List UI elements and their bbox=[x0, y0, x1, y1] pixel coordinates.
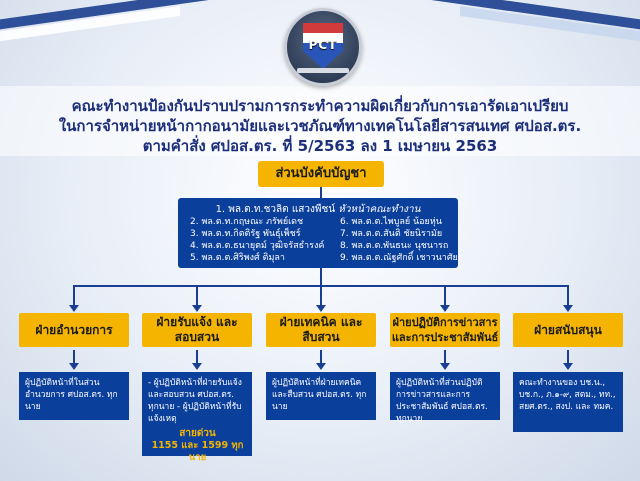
connector-line bbox=[320, 187, 322, 198]
connector-line bbox=[567, 350, 569, 363]
connector-line bbox=[444, 350, 446, 363]
arrow-down-icon bbox=[192, 363, 202, 370]
connector-line bbox=[320, 268, 322, 286]
arrow-down-icon bbox=[316, 305, 326, 312]
arrow-down-icon bbox=[440, 363, 450, 370]
connector-line bbox=[196, 350, 198, 363]
arrow-down-icon bbox=[69, 305, 79, 312]
team-head-role: หัวหน้าคณะทำงาน bbox=[338, 204, 421, 215]
pct-logo-icon: PCT bbox=[284, 8, 362, 86]
connector-line bbox=[320, 285, 322, 305]
connector-line bbox=[320, 350, 322, 363]
department-description: ผู้ปฏิบัติหน้าที่ในส่วนอำนวยการ ศปอส.ตร.… bbox=[19, 372, 129, 420]
department-description: ผู้ปฏิบัติหน้าที่ฝ่ายเทคนิค และสืบสวน ศป… bbox=[266, 372, 376, 420]
arrow-down-icon bbox=[192, 305, 202, 312]
description-text: - ผู้ปฏิบัติหน้าที่ฝ่ายรับแจ้ง และสอบสวน… bbox=[148, 378, 242, 424]
logo-ribbon bbox=[297, 68, 349, 73]
arrow-down-icon bbox=[563, 363, 573, 370]
title-line-1: คณะทำงานป้องกันปราบปรามการกระทำความผิดเก… bbox=[71, 97, 569, 115]
team-member: 7. พล.ต.ต.สันติ ชัยนิรามัย bbox=[340, 229, 443, 239]
team-member: 9. พล.ต.ต.ณัฐศักดิ์ เชาวนาศัย bbox=[340, 253, 458, 263]
team-head: 1. พล.ต.ท.ชวลิต แสวงพืชน์ หัวหน้าคณะทำงา… bbox=[178, 202, 458, 217]
description-text: ผู้ปฏิบัติหน้าที่ในส่วนอำนวยการ ศปอส.ตร.… bbox=[25, 378, 118, 412]
department-description: ผู้ปฏิบัติหน้าที่ส่วนปฏิบัติการข่าวสารแล… bbox=[390, 372, 500, 424]
title-line-3: ตามคำสั่ง ศปอส.ตร. ที่ 5/2563 ลง 1 เมษาย… bbox=[142, 137, 498, 155]
department-box-technical: ฝ่ายเทคนิค และสืบสวน bbox=[266, 313, 376, 347]
description-text: ผู้ปฏิบัติหน้าที่ส่วนปฏิบัติการข่าวสารแล… bbox=[396, 378, 488, 424]
description-text: ผู้ปฏิบัติหน้าที่ฝ่ายเทคนิค และสืบสวน ศป… bbox=[272, 378, 367, 412]
arrow-down-icon bbox=[69, 363, 79, 370]
description-text: คณะทำงานของ บช.น., บช.ก., ภ.๑-๙, สตม., ท… bbox=[519, 378, 616, 412]
connector-line bbox=[444, 285, 446, 305]
department-box-support: ฝ่ายสนับสนุน bbox=[513, 313, 623, 347]
page-title: คณะทำงานป้องกันปราบปรามการกระทำความผิดเก… bbox=[30, 96, 610, 156]
connector-line bbox=[567, 285, 569, 305]
hotline-label: สายด่วน bbox=[179, 428, 216, 439]
department-description: - ผู้ปฏิบัติหน้าที่ฝ่ายรับแจ้ง และสอบสวน… bbox=[142, 372, 252, 463]
hotline-numbers: 1155 และ 1599 ทุกนาย bbox=[151, 440, 244, 463]
connector-line bbox=[196, 285, 198, 305]
arrow-down-icon bbox=[563, 305, 573, 312]
team-members-box: 1. พล.ต.ท.ชวลิต แสวงพืชน์ หัวหน้าคณะทำงา… bbox=[178, 198, 458, 268]
department-box-information: ฝ่ายปฏิบัติการข่าวสาร และการประชาสัมพันธ… bbox=[390, 313, 500, 347]
team-member: 8. พล.ต.ต.พันธนะ นุชนารถ bbox=[340, 241, 449, 251]
team-left-column: 2. พล.ต.ท.กฤษณะ ภรัพย์เดช 3. พล.ต.ท.กิตต… bbox=[190, 216, 324, 264]
team-right-column: 6. พล.ต.ต.ไพบูลย์ น้อยหุ่น 7. พล.ต.ต.สัน… bbox=[340, 216, 458, 264]
arrow-down-icon bbox=[316, 363, 326, 370]
connector-line bbox=[73, 350, 75, 363]
title-line-2: ในการจำหน่ายหน้ากากอนามัยและเวชภัณฑ์ทางเ… bbox=[58, 117, 582, 135]
team-member: 3. พล.ต.ท.กิตติรัฐ พันธุ์เพ็ชร์ bbox=[190, 229, 301, 239]
department-box-admin: ฝ่ายอำนวยการ bbox=[19, 313, 129, 347]
team-head-name: 1. พล.ต.ท.ชวลิต แสวงพืชน์ bbox=[215, 204, 336, 215]
logo-text: PCT bbox=[308, 38, 338, 52]
command-section-box: ส่วนบังคับบัญชา bbox=[258, 161, 384, 187]
department-box-reception: ฝ่ายรับแจ้ง และสอบสวน bbox=[142, 313, 252, 347]
arrow-down-icon bbox=[440, 305, 450, 312]
team-member: 5. พล.ต.ต.ศิริพงศ์ ติมุลา bbox=[190, 253, 285, 263]
department-description: คณะทำงานของ บช.น., บช.ก., ภ.๑-๙, สตม., ท… bbox=[513, 372, 623, 432]
team-member: 6. พล.ต.ต.ไพบูลย์ น้อยหุ่น bbox=[340, 217, 442, 227]
connector-line bbox=[73, 285, 75, 305]
team-member: 4. พล.ต.ต.ธนายุตม์ วุฒิจรัสธำรงค์ bbox=[190, 241, 325, 251]
team-member: 2. พล.ต.ท.กฤษณะ ภรัพย์เดช bbox=[190, 217, 304, 227]
title-band bbox=[0, 86, 640, 156]
